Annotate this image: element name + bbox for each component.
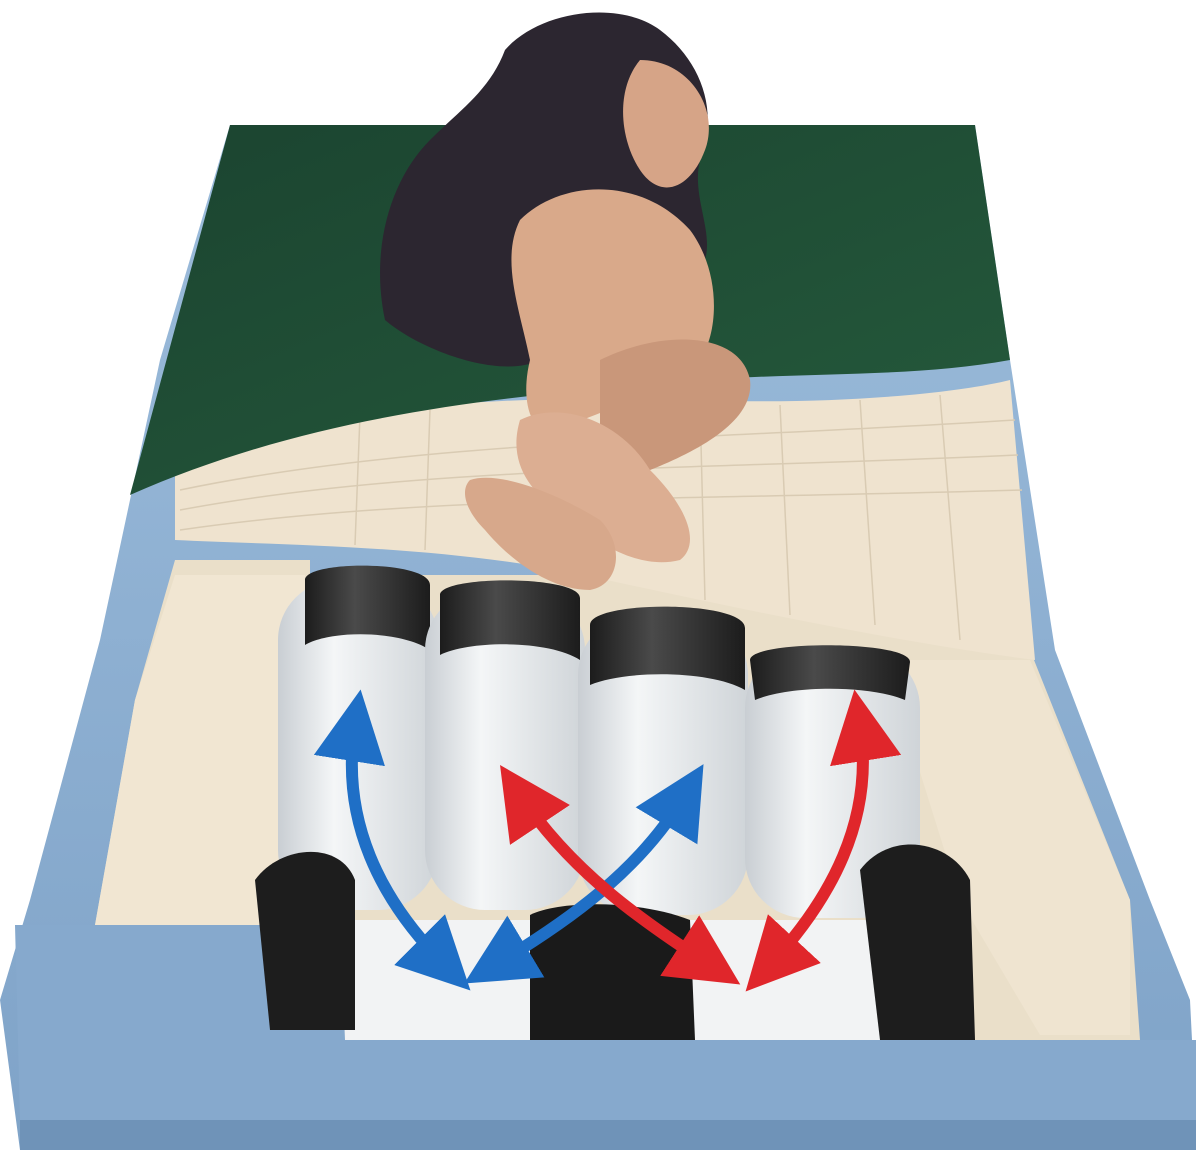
air-cell-3	[578, 607, 748, 915]
air-cell-2	[425, 580, 585, 910]
